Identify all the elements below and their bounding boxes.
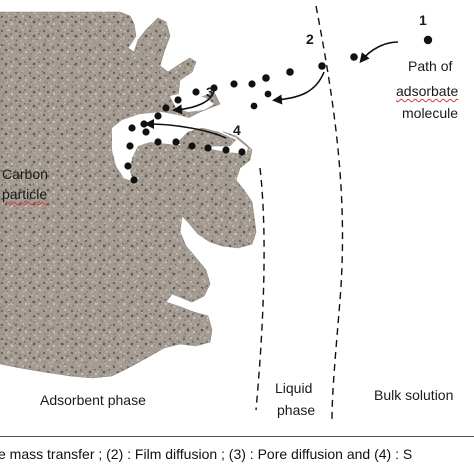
molecule-path — [124, 35, 433, 184]
adsorption-diagram — [0, 5, 433, 421]
path-label-line2: adsorbate — [396, 83, 459, 99]
adsorbent-phase-label: Adsorbent phase — [40, 392, 146, 408]
caption-bar: e mass transfer ; (2) : Film diffusion ;… — [0, 436, 474, 475]
bulk-solution-label: Bulk solution — [374, 387, 454, 403]
figure-caption: e mass transfer ; (2) : Film diffusion ;… — [0, 446, 413, 462]
step-4-label: 4 — [233, 122, 241, 138]
step-3-label: 3 — [206, 84, 214, 100]
liquid-phase-label-line2: phase — [277, 402, 316, 418]
step-2-label: 2 — [306, 31, 314, 47]
path-label-line3: molecule — [402, 105, 459, 121]
path-label-line1: Path of — [408, 58, 453, 74]
carbon-label-line2: particle — [2, 186, 48, 202]
film-boundary-left — [255, 167, 265, 411]
film-boundary-right — [315, 5, 344, 421]
arrow-head-icon — [144, 41, 399, 139]
carbon-particle — [0, 11, 257, 379]
step-1-label: 1 — [419, 12, 427, 28]
carbon-label-line1: Carbon — [2, 166, 48, 182]
liquid-phase-label-line1: Liquid — [275, 380, 313, 396]
